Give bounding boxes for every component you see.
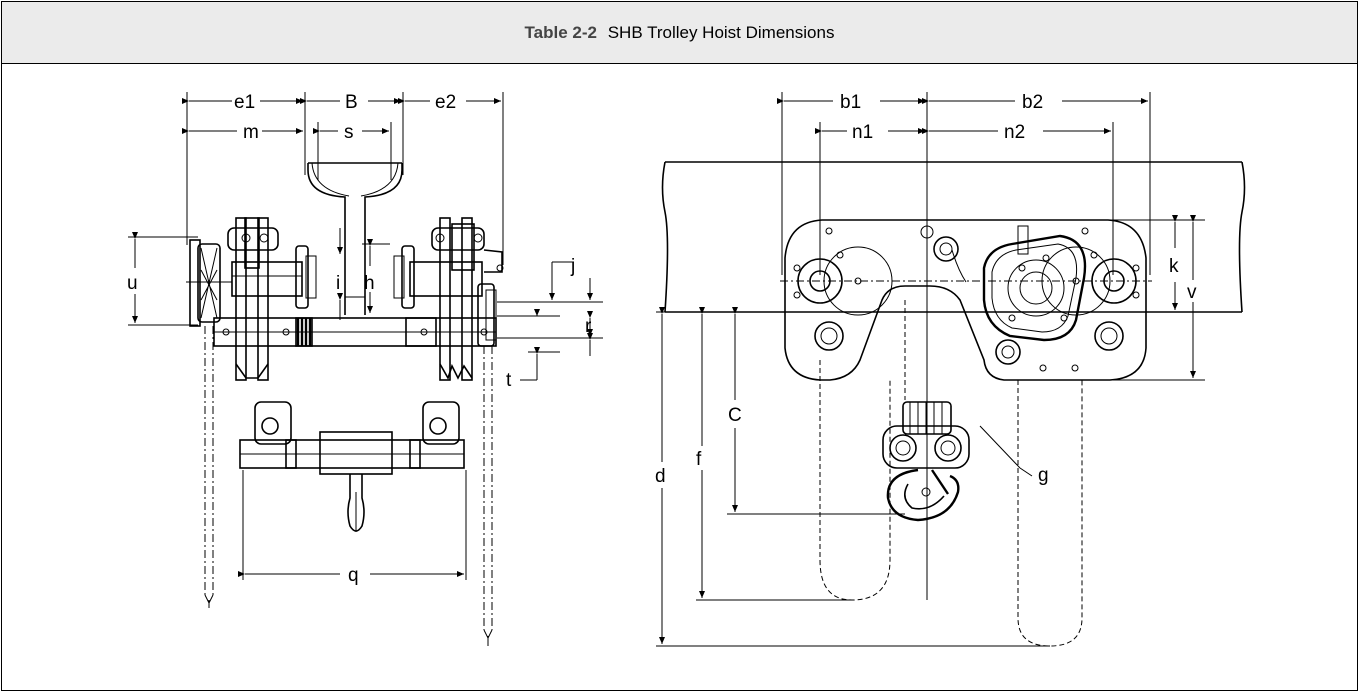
dim-label-q: q: [348, 565, 359, 586]
table-number: Table 2-2: [524, 22, 597, 42]
dim-label-j: j: [570, 256, 575, 277]
dim-label-C: C: [728, 405, 742, 426]
dim-label-r: r: [585, 316, 592, 337]
dimension-drawing: e1 B e2 m s u i h: [127, 92, 1246, 647]
dim-label-v: v: [1187, 282, 1197, 303]
dim-label-d: d: [655, 466, 666, 487]
dim-label-i: i: [336, 273, 340, 294]
dim-label-f: f: [696, 449, 702, 470]
dim-label-b2: b2: [1022, 92, 1043, 113]
table-header: Table 2-2 SHB Trolley Hoist Dimensions: [2, 2, 1357, 64]
dim-label-e1: e1: [234, 92, 255, 113]
dim-label-n1: n1: [852, 122, 873, 143]
dim-label-s: s: [344, 122, 354, 143]
dim-label-m: m: [243, 122, 259, 143]
dim-label-e2: e2: [435, 92, 456, 113]
dim-label-B: B: [345, 92, 358, 113]
dim-label-k: k: [1169, 256, 1179, 277]
dim-label-g: g: [1038, 465, 1049, 486]
dim-label-u: u: [127, 273, 138, 294]
dim-label-h: h: [364, 273, 375, 294]
side-view: e1 B e2 m s u i h: [127, 92, 603, 646]
front-view: b1 b2 n1 n2: [655, 92, 1246, 647]
table-title: Table 2-2 SHB Trolley Hoist Dimensions: [525, 23, 835, 43]
dim-label-t: t: [506, 370, 512, 391]
dim-label-n2: n2: [1004, 122, 1025, 143]
dim-label-b1: b1: [840, 92, 861, 113]
table-title-text: SHB Trolley Hoist Dimensions: [607, 22, 835, 42]
